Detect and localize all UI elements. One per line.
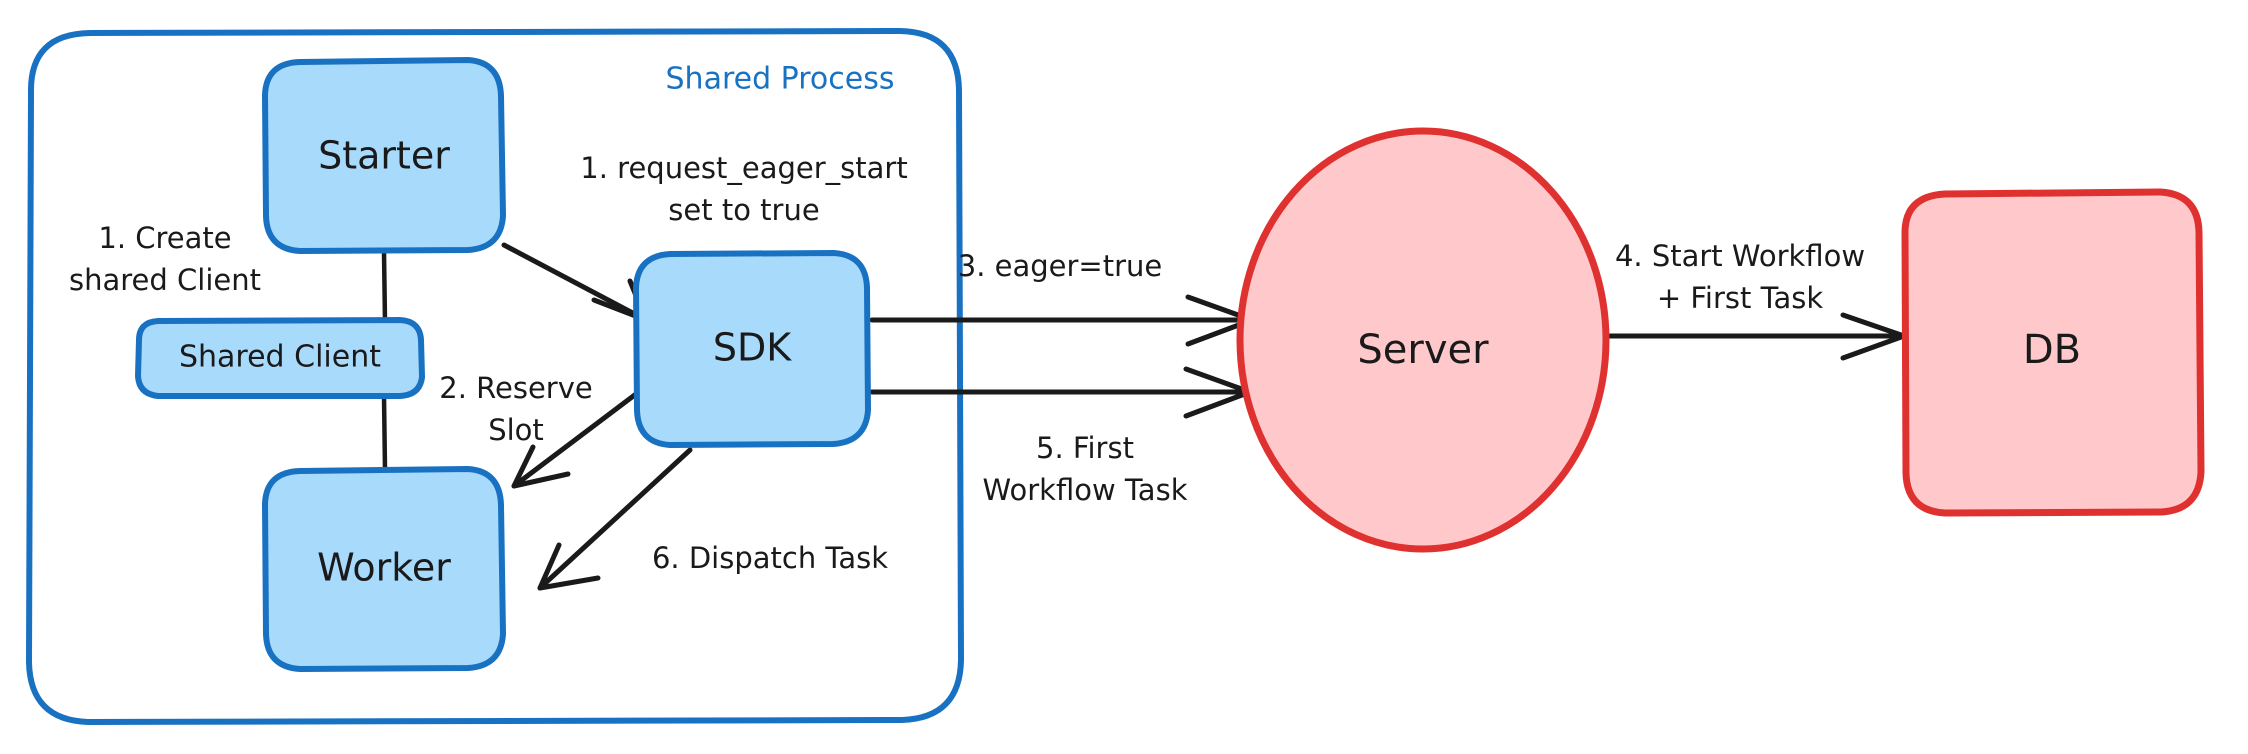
edge-label-create-shared-client-line2: shared Client — [69, 263, 261, 297]
node-db-label: DB — [2023, 327, 2081, 373]
arrow-line-request-eager-start — [501, 242, 649, 323]
edge-request-eager-start: 1. request_eager_start set to true — [501, 151, 908, 323]
edge-label-eager-true: 3. eager=true — [958, 249, 1163, 283]
node-starter-shape — [262, 57, 506, 254]
edge-label-start-workflow-line1: 4. Start Workflow — [1615, 239, 1865, 273]
node-starter[interactable]: Starter — [262, 57, 506, 254]
arrow-head-first-workflow-task — [1183, 366, 1253, 419]
edge-label-create-shared-client-line1: 1. Create — [98, 221, 231, 255]
connector-starter-sharedclient — [381, 249, 388, 325]
arrow-head-start-workflow — [1840, 312, 1907, 361]
node-starter-label: Starter — [318, 134, 450, 178]
node-shared-client-label: Shared Client — [179, 340, 381, 375]
node-worker-shape — [262, 466, 506, 672]
node-db-shape — [1901, 188, 2205, 517]
node-shared-client-shape — [135, 317, 425, 399]
node-sdk-label: SDK — [713, 326, 792, 370]
edge-dispatch-task: 6. Dispatch Task — [537, 447, 888, 591]
edge-label-request-eager-start-line1: 1. request_eager_start — [580, 151, 907, 185]
edge-label-first-workflow-task-line1: 5. First — [1036, 431, 1134, 465]
edge-start-workflow: 4. Start Workflow + First Task — [1607, 239, 1907, 361]
node-worker-label: Worker — [317, 546, 451, 590]
connector-sharedclient-worker — [381, 393, 388, 473]
node-server[interactable]: Server — [1236, 127, 1610, 553]
node-shared-client[interactable]: Shared Client — [135, 317, 425, 399]
arrow-head-dispatch-task — [537, 542, 601, 591]
edge-create-shared-client: 1. Create shared Client — [69, 221, 388, 473]
edge-label-first-workflow-task-line2: Workflow Task — [983, 473, 1188, 507]
arrow-head-reserve-slot — [511, 444, 571, 489]
edge-label-request-eager-start-line2: set to true — [668, 193, 819, 227]
edge-label-reserve-slot-line2: Slot — [488, 413, 544, 447]
node-server-label: Server — [1357, 327, 1489, 373]
shared-process-container[interactable]: Shared Process — [26, 28, 964, 725]
node-sdk-shape — [633, 250, 871, 448]
edge-reserve-slot: 2. Reserve Slot — [439, 371, 639, 489]
edge-label-dispatch-task: 6. Dispatch Task — [652, 541, 888, 575]
node-server-shape — [1236, 127, 1610, 553]
node-sdk[interactable]: SDK — [633, 250, 871, 448]
edge-first-workflow-task: 5. First Workflow Task — [869, 366, 1253, 507]
edge-label-reserve-slot-line1: 2. Reserve — [439, 371, 592, 405]
node-worker[interactable]: Worker — [262, 466, 506, 672]
arrow-line-reserve-slot — [511, 391, 639, 489]
arrow-line-dispatch-task — [537, 447, 693, 591]
node-db[interactable]: DB — [1901, 188, 2205, 517]
shared-process-label: Shared Process — [666, 62, 895, 97]
edge-label-start-workflow-line2: + First Task — [1657, 281, 1824, 315]
shared-process-border — [26, 28, 964, 725]
